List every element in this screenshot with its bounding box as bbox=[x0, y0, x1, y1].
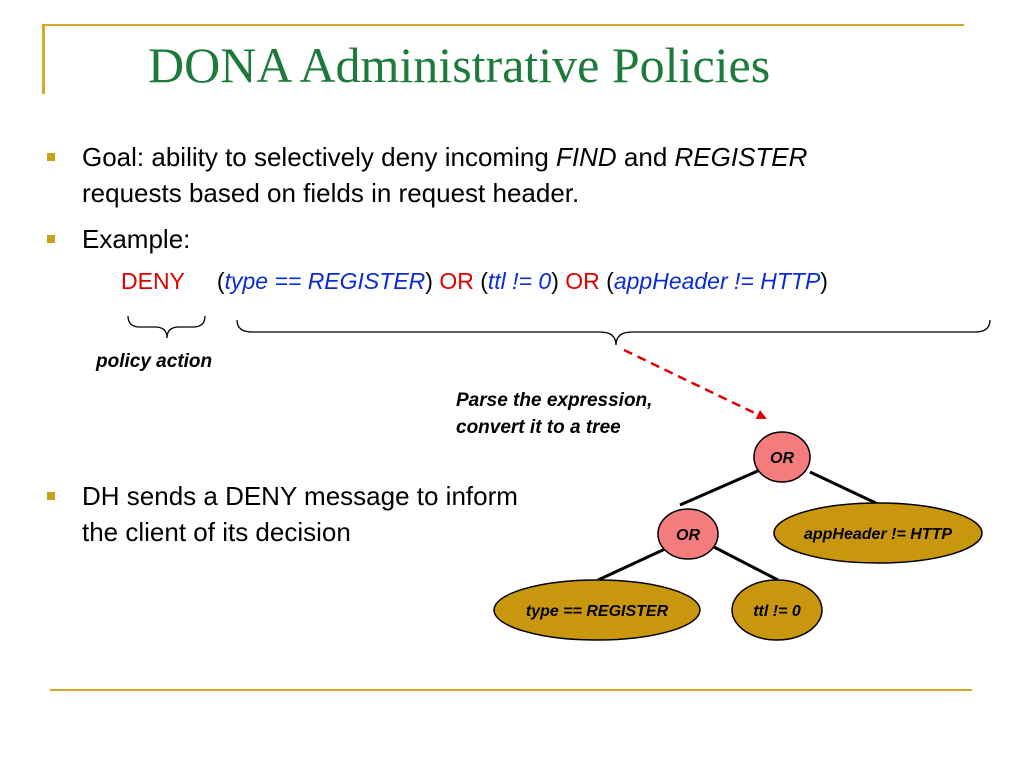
goal-text-line2: requests based on fields in request head… bbox=[82, 178, 580, 208]
policy-expression: DENY(type == REGISTER) OR (ttl != 0) OR … bbox=[121, 268, 828, 295]
bullet-example: Example: bbox=[82, 224, 191, 254]
footer-rule bbox=[50, 689, 972, 691]
tree-root-or-label: OR bbox=[770, 450, 794, 467]
policy-action-label: policy action bbox=[96, 351, 213, 372]
expr-cond-ttl: ttl != 0 bbox=[487, 268, 552, 294]
paren-open: ( bbox=[216, 268, 225, 294]
expr-cond-type: type == REGISTER bbox=[224, 268, 426, 294]
edge-inner-ttl bbox=[711, 544, 779, 582]
slide-title: DONA Administrative Policies bbox=[148, 37, 771, 93]
edge-inner-type bbox=[597, 547, 666, 582]
deny-msg-line1: DH sends a DENY message to inform bbox=[82, 481, 518, 511]
bullet-marker bbox=[47, 153, 55, 161]
bullet-marker bbox=[47, 492, 55, 500]
goal-find: FIND bbox=[556, 142, 617, 172]
brace-conditions bbox=[236, 319, 991, 346]
parse-arrow bbox=[623, 348, 767, 420]
deny-msg-line2: the client of its decision bbox=[82, 517, 351, 547]
edge-root-inner bbox=[679, 468, 761, 507]
title-rule-vertical bbox=[42, 24, 45, 94]
paren-close: ) bbox=[551, 268, 559, 294]
expr-deny: DENY bbox=[121, 268, 185, 294]
bullet-deny-message: DH sends a DENY message to inform the cl… bbox=[82, 478, 518, 550]
expr-cond-appheader: appHeader != HTTP bbox=[613, 268, 821, 294]
bullet-marker bbox=[47, 235, 55, 243]
paren-open: ( bbox=[606, 268, 614, 294]
tree-inner-or-node bbox=[657, 508, 719, 560]
goal-and: and bbox=[616, 142, 675, 172]
brace-policy-action bbox=[127, 315, 206, 339]
tree-leaf-ttl-node bbox=[731, 579, 823, 641]
paren-open: ( bbox=[480, 268, 488, 294]
parse-note-line1: Parse the expression, bbox=[456, 390, 653, 411]
parse-note-line2: convert it to a tree bbox=[456, 417, 621, 438]
paren-close: ) bbox=[820, 268, 828, 294]
tree-leaf-ttl-label: ttl != 0 bbox=[753, 603, 801, 620]
paren-close: ) bbox=[425, 268, 433, 294]
tree-leaf-appheader-node bbox=[773, 502, 983, 564]
tree-inner-or-label: OR bbox=[676, 527, 700, 544]
edge-root-app bbox=[809, 470, 881, 507]
title-rule-horizontal bbox=[42, 24, 964, 26]
expr-or: OR bbox=[439, 268, 474, 294]
goal-register: REGISTER bbox=[674, 142, 808, 172]
expr-or: OR bbox=[565, 268, 600, 294]
tree-leaf-type-label: type == REGISTER bbox=[526, 603, 669, 620]
tree-root-or-node bbox=[753, 431, 811, 483]
tree-leaf-appheader-label: appHeader != HTTP bbox=[804, 526, 952, 543]
goal-text-start: Goal: ability to selectively deny incomi… bbox=[82, 142, 557, 172]
parse-note: Parse the expression, convert it to a tr… bbox=[456, 387, 652, 441]
tree-leaf-type-node bbox=[493, 579, 701, 641]
bullet-goal: Goal: ability to selectively deny incomi… bbox=[82, 139, 982, 211]
